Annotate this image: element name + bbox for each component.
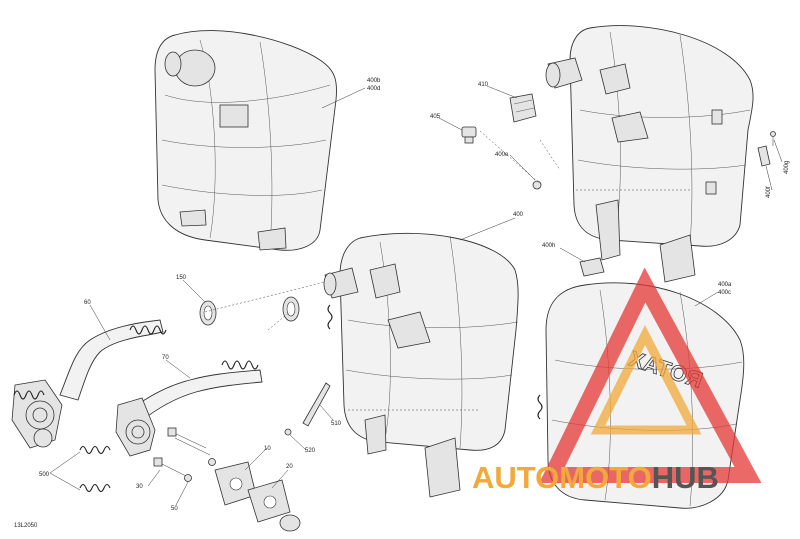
guide-line-4: [539, 139, 561, 171]
ring-clamp: [279, 514, 301, 532]
callout-405: 405: [430, 114, 441, 120]
muffler-cover-400a: ROTAX: [545, 282, 745, 509]
gasket-150: [199, 296, 300, 326]
automotohub-watermark: AUTOMOTOHUB: [472, 267, 762, 495]
callout-400e: 400e: [495, 152, 509, 158]
muffler-top-right-assembly: [545, 25, 754, 283]
muffler-rear-shell: [154, 30, 337, 251]
callout-400g: 400g: [784, 161, 790, 174]
callout-400d: 400d: [367, 86, 380, 92]
screw-400g: [770, 131, 776, 146]
spring-a: [129, 325, 167, 335]
guide-line-3: [479, 130, 541, 185]
exhaust-pipe-70: [115, 369, 263, 457]
callout-400a: 400a: [718, 282, 732, 288]
spring-500a: [79, 445, 111, 455]
watermark-word-moto: MOTO: [559, 460, 651, 495]
bracket-510: [302, 382, 331, 427]
rubber-mount-410: [509, 93, 537, 123]
callout-30: 30: [136, 484, 143, 490]
guide-line-2: [267, 311, 291, 331]
stud-30: [153, 427, 211, 479]
callout-400c: 400c: [718, 290, 731, 296]
drawing-code: 13L2050: [14, 523, 38, 529]
callout-520: 520: [305, 448, 316, 454]
grommet-400e: [532, 180, 542, 190]
leader-lines: [49, 85, 783, 506]
callout-510: 510: [331, 421, 342, 427]
bolt-405: [461, 126, 477, 144]
nut-50: [184, 458, 216, 482]
callout-150: 150: [176, 275, 187, 281]
callout-50: 50: [171, 506, 178, 512]
block-400h: [579, 257, 605, 277]
watermark-word-auto: AUTO: [472, 460, 559, 495]
watermark-word-hub: HUB: [652, 460, 719, 495]
plate-20: [247, 479, 291, 523]
spring-500b: [79, 483, 111, 493]
callout-labels: 400b 400d 410 405 400e 400g 400f 400 400…: [14, 78, 790, 529]
spring-d: [327, 304, 543, 420]
callout-400: 400: [513, 212, 524, 218]
callout-60: 60: [84, 300, 91, 306]
callout-410: 410: [478, 82, 489, 88]
spring-b: [221, 360, 259, 370]
callout-20: 20: [286, 464, 293, 470]
watermark-text: AUTOMOTOHUB: [472, 460, 719, 495]
bracket-400f: [757, 145, 771, 167]
callout-500: 500: [39, 472, 50, 478]
exhaust-pipe-60: [11, 319, 164, 449]
callout-70: 70: [162, 355, 169, 361]
spring-c: [13, 390, 45, 400]
callout-400f: 400f: [766, 186, 772, 198]
guide-line-1: [204, 281, 326, 313]
flange-10: [214, 461, 257, 506]
callout-400h: 400h: [542, 243, 555, 249]
bolt-520: [284, 428, 292, 436]
callout-400b: 400b: [367, 78, 381, 84]
callout-10: 10: [264, 446, 271, 452]
watermark-triangle-logo: [539, 267, 762, 483]
muffler-main-400: [323, 232, 519, 498]
